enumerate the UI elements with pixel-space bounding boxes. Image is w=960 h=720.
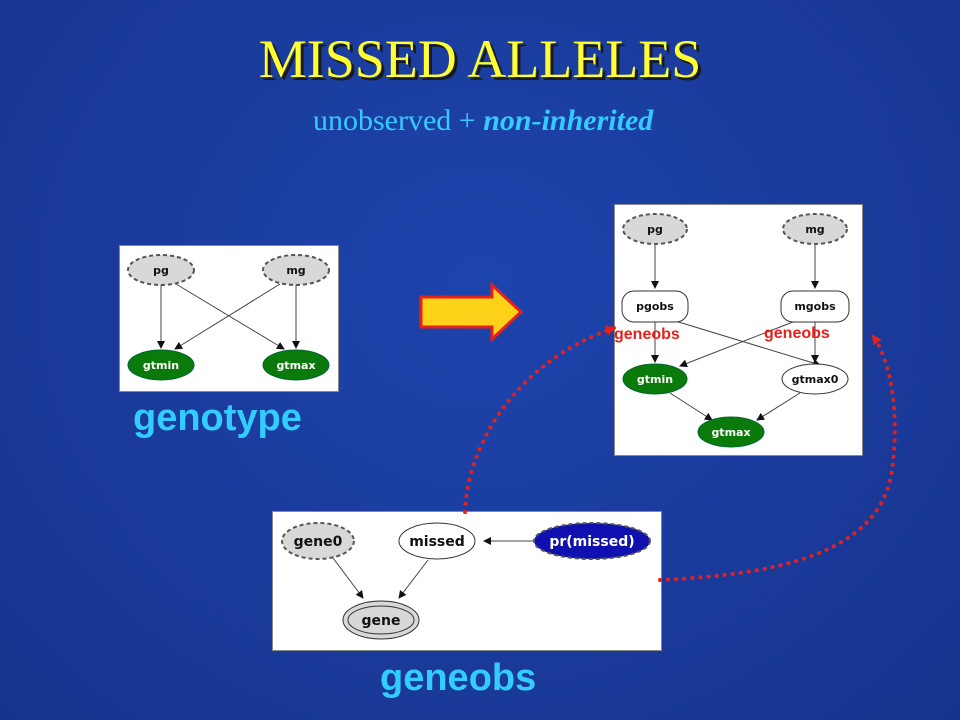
slide-subtitle: unobserved + non-inherited (313, 104, 653, 138)
geneobs-link-label-right: geneobs (764, 325, 830, 342)
subtitle-plain: unobserved + (313, 104, 484, 137)
expanded-node-mg: mg (782, 213, 848, 245)
expanded-node-gtmax0: gtmax0 (781, 363, 849, 395)
genotype-node-gtmax: gtmax (262, 349, 330, 381)
geneobs-missed-label: missed (409, 534, 465, 550)
genotype-node-mg: mg (262, 254, 330, 286)
geneobs-caption: geneobs (380, 657, 537, 699)
expanded-node-mgobs: mgobs (780, 290, 850, 323)
expanded-node-gtmax: gtmax (697, 416, 765, 448)
geneobs-pr-missed-label: pr(missed) (549, 534, 634, 550)
genotype-node-gtmin: gtmin (127, 349, 195, 381)
geneobs-node-gene: gene (342, 600, 420, 640)
geneobs-gene-label: gene (362, 613, 401, 629)
expanded-edges (651, 244, 821, 421)
geneobs-node-missed: missed (398, 522, 476, 560)
expanded-mgobs-label: mgobs (794, 300, 836, 313)
right-arrow-icon (419, 281, 524, 343)
expanded-node-pg: pg (622, 213, 688, 245)
edge-mgobs-gtmin (679, 319, 799, 368)
edge-gtmax0-gtmax (756, 392, 801, 421)
subtitle-emphasis: non-inherited (483, 104, 654, 137)
edge-gene0-gene (332, 557, 364, 599)
geneobs-node-pr-missed: pr(missed) (533, 522, 651, 560)
edge-pgobs-gtmax0 (671, 319, 821, 367)
edge-gtmin-gtmax (669, 392, 713, 421)
edge-missed-gene (398, 559, 429, 599)
genotype-node-pg: pg (127, 254, 195, 286)
geneobs-link-left (463, 325, 616, 514)
expanded-gtmax0-label: gtmax0 (792, 373, 839, 386)
genotype-caption: genotype (133, 397, 302, 439)
geneobs-node-gene0: gene0 (281, 522, 355, 560)
expanded-node-pgobs: pgobs (621, 290, 689, 323)
geneobs-link-right (658, 334, 897, 582)
geneobs-gene0-label: gene0 (294, 534, 343, 550)
geneobs-link-label-left: geneobs (614, 326, 680, 343)
expanded-pg-label: pg (647, 223, 663, 236)
genotype-pg-label: pg (153, 264, 169, 277)
expanded-pgobs-label: pgobs (636, 300, 674, 313)
expanded-gtmax-label: gtmax (711, 426, 750, 439)
edge-mg-gtmin (174, 283, 281, 350)
expanded-mg-label: mg (805, 223, 824, 236)
expanded-node-gtmin: gtmin (622, 363, 688, 395)
genotype-edges (157, 283, 300, 350)
genotype-mg-label: mg (286, 264, 305, 277)
genotype-gtmax-label: gtmax (276, 359, 315, 372)
edge-pg-gtmax (175, 283, 285, 350)
geneobs-edges (332, 537, 536, 599)
slide-title: MISSED ALLELES (258, 29, 702, 89)
genotype-gtmin-label: gtmin (143, 359, 179, 372)
expanded-gtmin-label: gtmin (637, 373, 673, 386)
